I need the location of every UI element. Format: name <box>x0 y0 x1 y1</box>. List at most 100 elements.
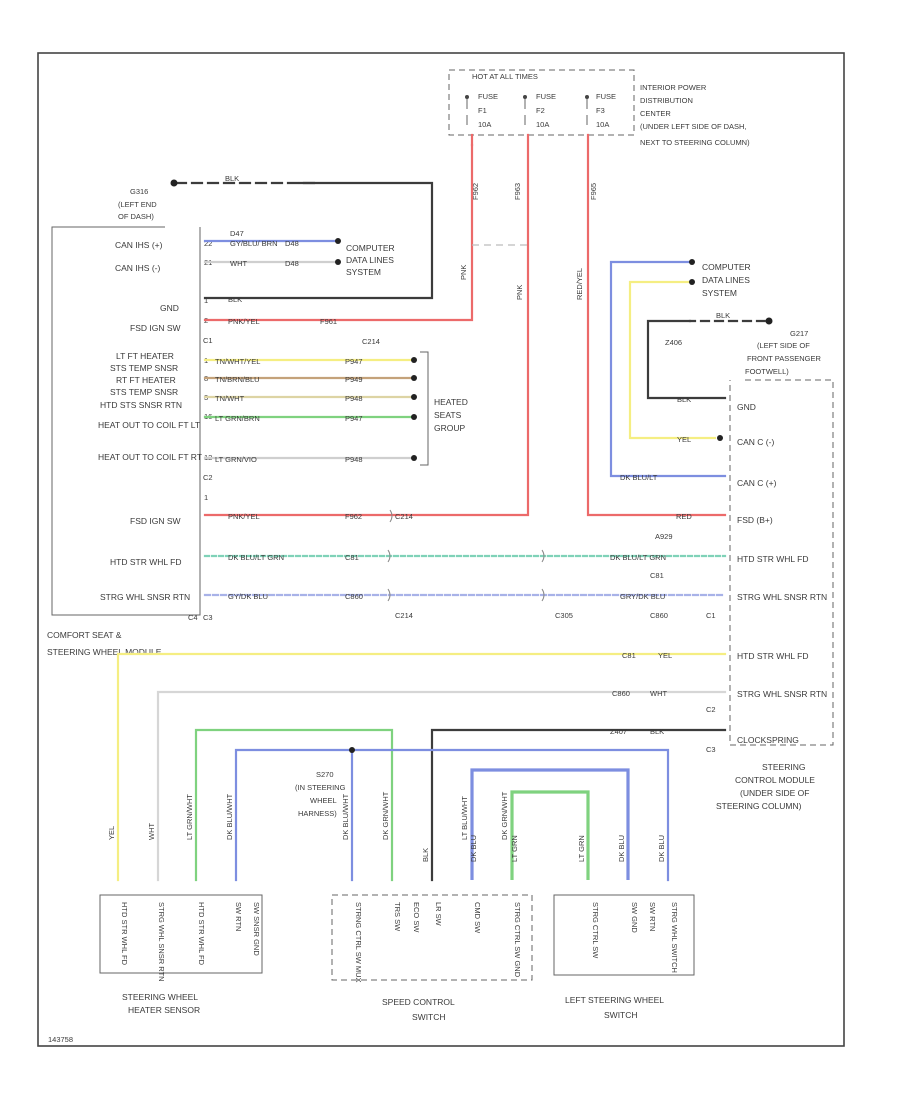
speed-control-pin-1: STRNG CTRL SW MUX <box>354 902 363 983</box>
csm-pin-htd-sts-rtn: HTD STS SNSR RTN <box>100 400 182 410</box>
heater-wire-1-ckt: P947 <box>345 357 363 366</box>
scm-pins: GND CAN C (-) CAN C (+) FSD (B+) HTD STR… <box>737 402 827 745</box>
rtn-wire-ckt-2: C860 <box>650 611 668 620</box>
csm-ign-1-ckt: F961 <box>320 317 337 326</box>
scm-pin-fsd: FSD (B+) <box>737 515 773 525</box>
speed-control-pin-5: CMD SW <box>473 902 482 934</box>
sc-wire-label-3: DK GRN/WHT <box>500 791 509 840</box>
scm-pin-clockspring: CLOCKSPRING <box>737 735 799 745</box>
idc-desc-3: CENTER <box>640 109 671 118</box>
comp-data-2-line-2: DATA LINES <box>702 275 750 285</box>
left-switch-wire-labels: LT GRN DK BLU DK BLU <box>577 835 666 862</box>
hs-wire-label-5: DK BLU/WHT <box>225 793 234 840</box>
ls-wire-label-2: DK BLU <box>617 835 626 862</box>
csm-ign-1-wire <box>203 143 474 322</box>
rtn-wire-color-2: GRY/DK BLU <box>620 592 665 601</box>
speed-control-box <box>331 894 533 981</box>
heater-wire-4-color: LT GRN/BRN <box>215 414 260 423</box>
htd-wire-color: DK BLU/LT GRN <box>228 553 284 562</box>
csm-ign-2-ckt: F962 <box>345 512 362 521</box>
csm-ign-1-conn: C214 <box>362 337 380 346</box>
fuse-2-amps: 10A <box>536 120 549 129</box>
heater-sensor-pin-4: SW RTN <box>234 902 243 931</box>
scm-conn-c1: C1 <box>706 611 716 620</box>
diagram-id: 143758 <box>48 1035 73 1044</box>
g217-ckt: Z406 <box>665 338 682 347</box>
csm-pin-fsd-ign-2: FSD IGN SW <box>130 516 181 526</box>
speed-control-pin-4: LR SW <box>434 902 443 927</box>
fuse-2-terminal-icon <box>523 95 527 99</box>
fuse-2: FUSE F2 10A <box>523 92 556 129</box>
heater-sensor-name-1: STEERING WHEEL <box>122 992 198 1002</box>
heater-wire-3-ckt: P948 <box>345 394 363 403</box>
fuse-3: FUSE F3 10A <box>585 92 616 129</box>
g217-wire-color: BLK <box>716 311 730 320</box>
hs-wire-label-2: WHT <box>147 823 156 840</box>
idc-desc-5: NEXT TO STEERING COLUMN) <box>640 138 750 147</box>
csm-ign-2-color: PNK/YEL <box>228 512 260 521</box>
scm-fsd-ckt: A929 <box>655 532 673 541</box>
heater-sensor-pin-5: SW SNSR GND <box>252 902 261 956</box>
csm-conn-c3: C3 <box>203 613 213 622</box>
csm-pin-rt-ft-heater: RT FT HEATER <box>116 375 176 385</box>
csm-name-2: STEERING WHEEL MODULE <box>47 647 162 657</box>
sc-wire-label-6: LT GRN <box>510 835 519 862</box>
csm-pin-gnd: GND <box>160 303 179 313</box>
csm-pin-numbers: 22 21 1 2 1 8 3 16 12 1 <box>204 239 212 502</box>
s270-desc-1: (IN STEERING <box>295 783 346 792</box>
heater-wire-1-color: TN/WHT/YEL <box>215 357 260 366</box>
csm-conn-c1: C1 <box>203 336 213 345</box>
scm-can-plus-arrow-icon <box>689 259 695 265</box>
left-switch-pin-3: SW RTN <box>648 902 657 931</box>
blue-loop-wire-ext <box>350 748 670 882</box>
g217-wire-solid <box>646 319 727 400</box>
fuse-1: FUSE F1 10A <box>465 92 498 129</box>
comp-data-2-line-3: SYSTEM <box>702 288 737 298</box>
z407-color: BLK <box>650 727 664 736</box>
idc-wire-color-3: RED/YEL <box>575 268 584 300</box>
csm-pin-fsd-ign-1: FSD IGN SW <box>130 323 181 333</box>
fuse-3-terminal-icon <box>585 95 589 99</box>
g316-desc-1: (LEFT END <box>118 200 157 209</box>
htd-wire-color-2: DK BLU/LT GRN <box>610 553 666 562</box>
sc-wire-label-1: DK BLU/WHT <box>341 793 350 840</box>
idc-wire-3 <box>586 133 727 517</box>
sc-wire-label-5: DK BLU <box>469 835 478 862</box>
csm-pin-sts-temp-1: STS TEMP SNSR <box>110 363 178 373</box>
c81-wire <box>116 652 727 882</box>
fuse-1-id: F1 <box>478 106 487 115</box>
speed-control-pins: STRNG CTRL SW MUX TRS SW ECO SW LR SW CM… <box>354 902 522 983</box>
g316-desc-2: OF DASH) <box>118 212 154 221</box>
hs-wire-label-4: DK GRN/WHT <box>381 791 390 840</box>
rtn-wire-ckt: C860 <box>345 592 363 601</box>
fuse-3-amps: 10A <box>596 120 609 129</box>
scm-name-4: STEERING COLUMN) <box>716 801 802 811</box>
csm-name-1: COMFORT SEAT & <box>47 630 122 640</box>
scm-can-minus-pin-icon <box>717 435 723 441</box>
z407-wire <box>430 728 727 882</box>
idc-wire-label-2: F963 <box>513 183 522 200</box>
left-switch-pin-4: STRG WHL SWITCH <box>670 902 679 973</box>
scm-conn-c2: C2 <box>706 705 716 714</box>
idc-box <box>448 69 635 136</box>
comp-data-1-line-3: SYSTEM <box>346 267 381 277</box>
can-ihs-minus-label: D48 <box>285 259 299 268</box>
csm-gnd-color: BLK <box>228 295 242 304</box>
speed-control-name-1: SPEED CONTROL <box>382 997 455 1007</box>
scm-gnd-wire-color: BLK <box>677 395 691 404</box>
scm-fsd-color: RED <box>676 512 692 521</box>
idc-desc-2: DISTRIBUTION <box>640 96 693 105</box>
lower-conn-label-1: C214 <box>395 611 413 620</box>
heater-wire-5-color: LT GRN/VIO <box>215 455 257 464</box>
hs-wire-label-3: LT GRN/WHT <box>185 794 194 840</box>
comp-data-1-line-2: DATA LINES <box>346 255 394 265</box>
scm-name-1: STEERING <box>762 762 805 772</box>
left-switch-name-1: LEFT STEERING WHEEL <box>565 995 664 1005</box>
can-ihs-plus-ckt: D47 <box>230 229 244 238</box>
can-ihs-plus-label: D48 <box>285 239 299 248</box>
csm-pin-heat-out-lt: HEAT OUT TO COIL FT LT <box>98 420 200 430</box>
speed-control-pin-6: STRG CTRL SW GND <box>513 902 522 978</box>
blue-loop-wire <box>234 748 354 882</box>
idc-wire-color-2: PNK <box>515 285 524 300</box>
